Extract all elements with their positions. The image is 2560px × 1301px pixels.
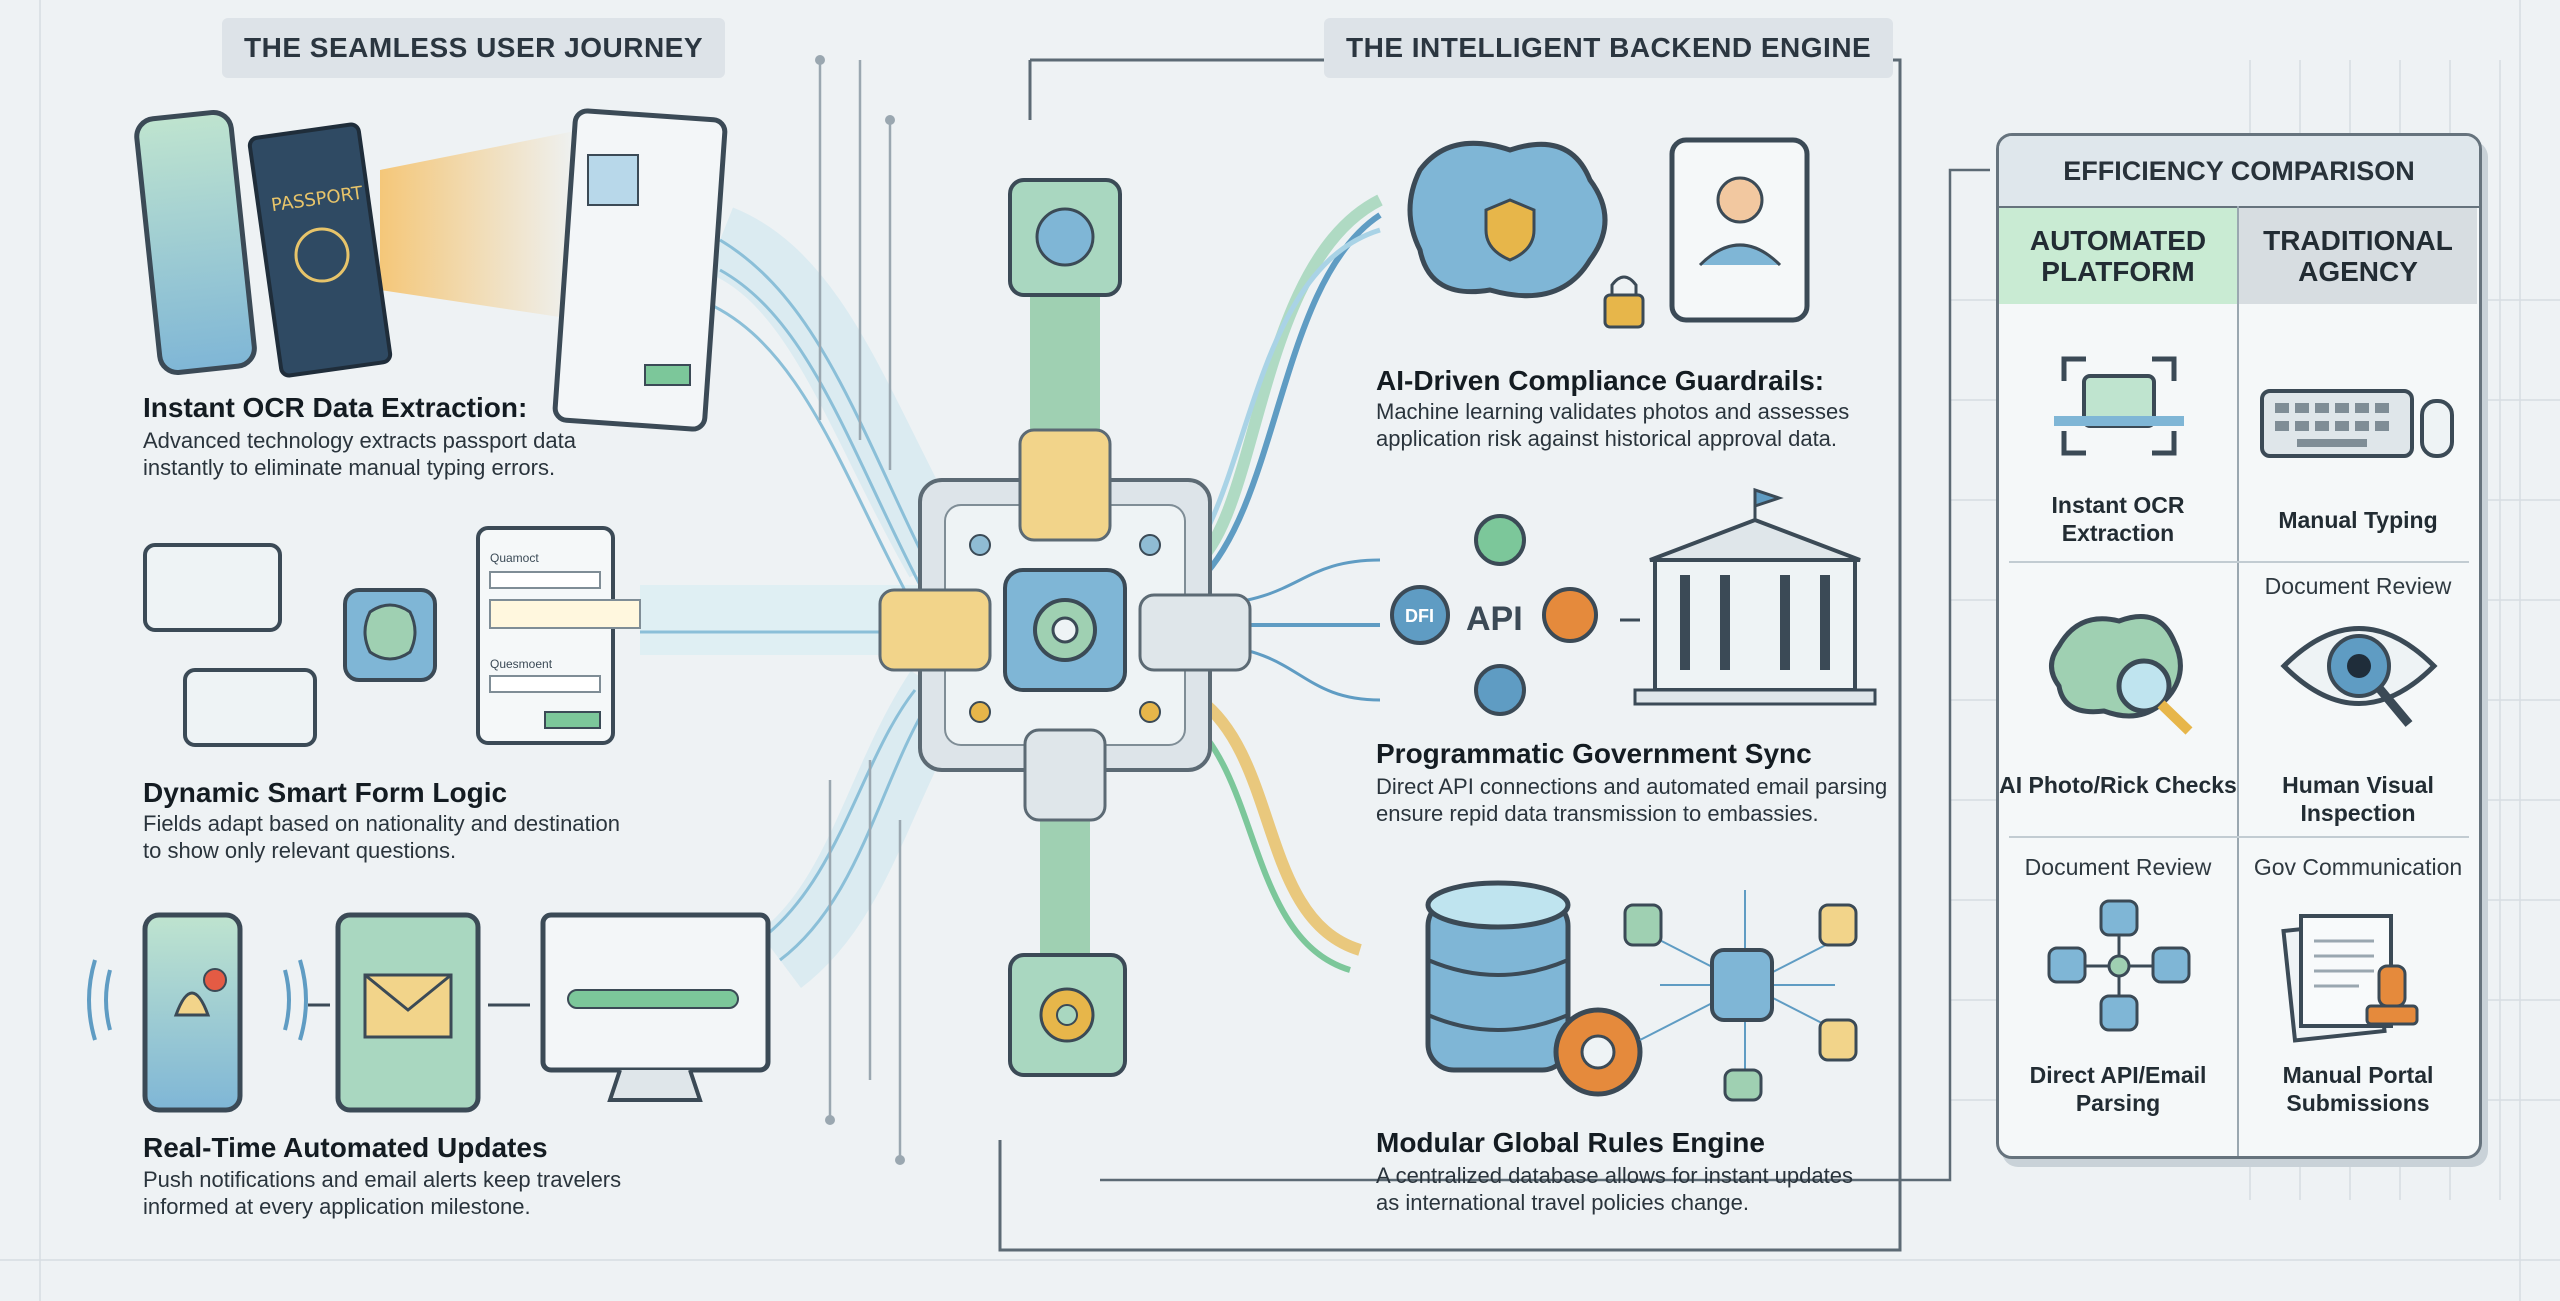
papers-stamp-icon bbox=[2281, 914, 2419, 1043]
updates-illustration bbox=[87, 912, 771, 1113]
traditional-row2-sublabel: Document Review bbox=[2264, 573, 2452, 599]
rules-engine-title: Modular Global Rules Engine bbox=[1376, 1127, 1765, 1158]
smart-form-desc-line1: Fields adapt based on nationality and de… bbox=[143, 811, 621, 836]
rules-engine-illustration bbox=[1425, 880, 1858, 1102]
keyboard-mouse-icon bbox=[2260, 389, 2454, 458]
automated-row3-label: Direct API/Email Parsing bbox=[2029, 1062, 2207, 1116]
updates-title: Real-Time Automated Updates bbox=[143, 1132, 548, 1163]
automated-row2-label: AI Photo/Rick Checks bbox=[1999, 772, 2237, 798]
column-divider bbox=[2237, 206, 2239, 1156]
efficiency-comparison-panel: EFFICIENCY COMPARISON AUTOMATED PLATFORM… bbox=[1996, 133, 2482, 1159]
backend-engine-header: THE INTELLIGENT BACKEND ENGINE bbox=[1324, 18, 1894, 78]
traditional-row1-label: Manual Typing bbox=[2278, 507, 2438, 533]
smart-form-desc-line2: to show only relevant questions. bbox=[143, 838, 457, 863]
ocr-title: Instant OCR Data Extraction: bbox=[143, 392, 528, 423]
smart-form-title: Dynamic Smart Form Logic bbox=[143, 777, 508, 808]
compliance-desc-line1: Machine learning validates photos and as… bbox=[1376, 399, 1850, 424]
form-field-label-2: Quesmoent bbox=[490, 657, 553, 671]
government-sync-illustration: DFI API bbox=[1390, 487, 1877, 716]
row-divider-2 bbox=[2009, 836, 2469, 838]
form-field-label-1: Quamoct bbox=[490, 551, 539, 565]
central-processor-chip bbox=[878, 178, 1252, 1077]
gov-sync-desc-line1: Direct API connections and automated ema… bbox=[1376, 774, 1888, 799]
updates-desc-line2: informed at every application milestone. bbox=[143, 1194, 531, 1219]
smart-form-illustration: Quamoct Quesmoent bbox=[143, 526, 641, 747]
dfi-label: DFI bbox=[1405, 606, 1434, 626]
eye-magnifier-icon bbox=[2280, 626, 2438, 727]
rules-engine-desc-line1: A centralized database allows for instan… bbox=[1376, 1163, 1853, 1188]
gov-sync-title: Programmatic Government Sync bbox=[1376, 738, 1812, 769]
ocr-scan-icon bbox=[2054, 356, 2184, 456]
automated-column-header: AUTOMATED PLATFORM bbox=[1999, 208, 2237, 304]
backend-flows bbox=[998, 58, 1990, 1252]
compliance-illustration bbox=[1407, 137, 1810, 329]
automated-row1-label: Instant OCR Extraction bbox=[2051, 492, 2185, 546]
updates-desc-line1: Push notifications and email alerts keep… bbox=[143, 1167, 622, 1192]
row-divider-1 bbox=[2009, 561, 2469, 563]
comparison-title: EFFICIENCY COMPARISON bbox=[1999, 136, 2479, 208]
ocr-desc-line2: instantly to eliminate manual typing err… bbox=[143, 455, 556, 480]
traditional-column-header: TRADITIONAL AGENCY bbox=[2239, 208, 2477, 304]
ocr-illustration: PASSPORT bbox=[134, 108, 728, 432]
brain-magnifier-icon bbox=[2049, 614, 2193, 735]
user-journey-header: THE SEAMLESS USER JOURNEY bbox=[222, 18, 726, 78]
rules-engine-desc-line2: as international travel policies change. bbox=[1376, 1190, 1750, 1215]
database-network-icon bbox=[2047, 899, 2191, 1032]
compliance-title: AI-Driven Compliance Guardrails: bbox=[1376, 365, 1825, 396]
automated-row3-sublabel: Document Review bbox=[2024, 854, 2212, 880]
traditional-row2-label: Human Visual Inspection bbox=[2282, 772, 2434, 826]
ocr-desc-line1: Advanced technology extracts passport da… bbox=[143, 428, 576, 453]
compliance-desc-line2: application risk against historical appr… bbox=[1376, 426, 1838, 451]
gov-sync-desc-line2: ensure repid data transmission to embass… bbox=[1376, 801, 1819, 826]
api-label: API bbox=[1466, 600, 1523, 638]
traditional-row3-sublabel: Gov Communication bbox=[2253, 854, 2463, 880]
traditional-row3-label: Manual Portal Submissions bbox=[2282, 1062, 2434, 1116]
